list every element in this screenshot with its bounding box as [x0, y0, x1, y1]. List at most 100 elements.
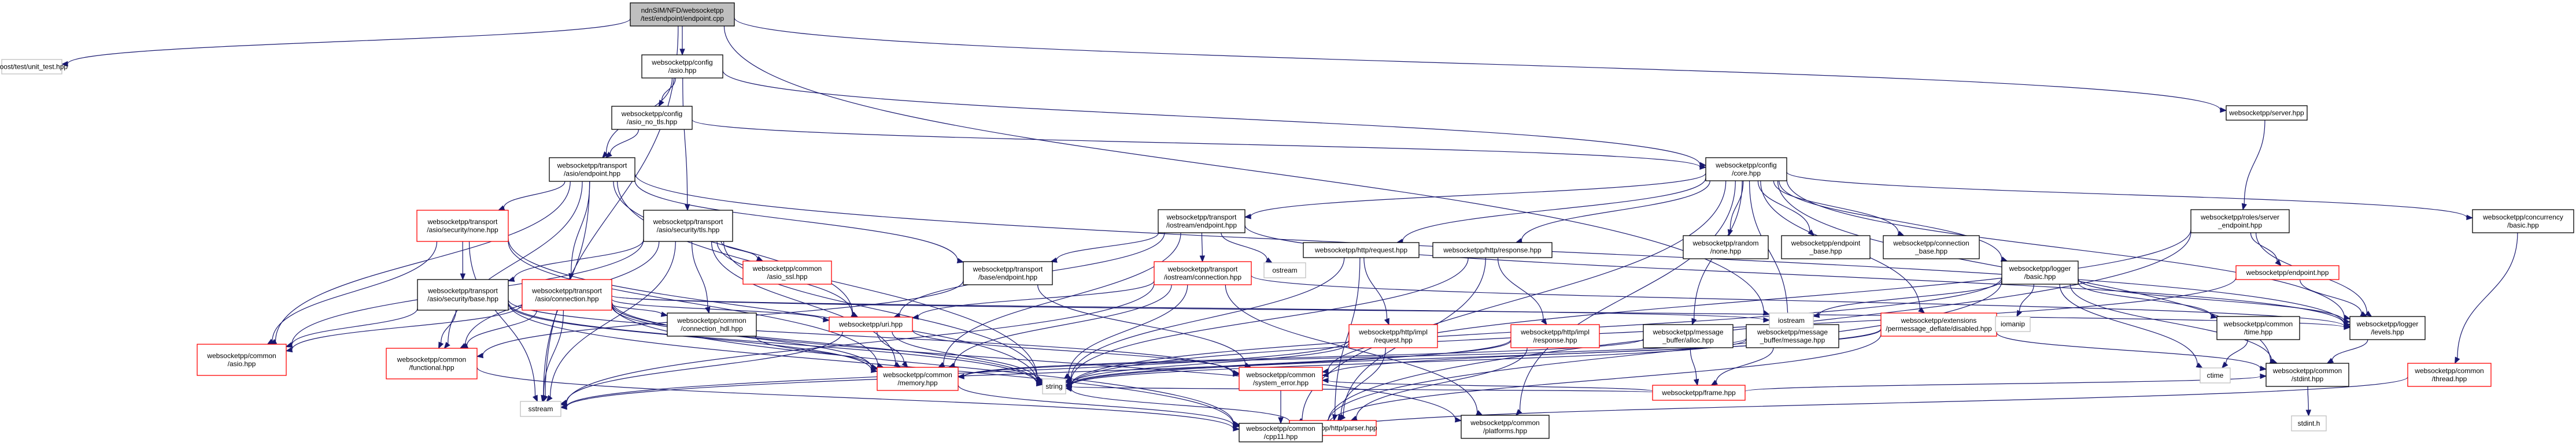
node-box — [1652, 385, 1746, 401]
node-label: websocketpp/http/request.hpp — [1314, 246, 1407, 254]
node-connection-base[interactable]: websocketpp/connection_base.hpp — [1883, 235, 1980, 259]
arrowhead-icon — [1321, 378, 1329, 384]
node-iostream-connection[interactable]: websocketpp/transport/iostream/connectio… — [1154, 261, 1252, 285]
edge-security_base-to-system_error — [508, 299, 1234, 374]
node-asio-ssl[interactable]: websocketpp/common/asio_ssl.hpp — [742, 260, 832, 285]
edge-security_tls-to-string — [723, 241, 1038, 379]
edge-security_tls-to-memory — [711, 241, 896, 364]
node-common-stdint[interactable]: websocketpp/common/stdint.hpp — [2265, 363, 2349, 387]
node-common-thread[interactable]: websocketpp/common/thread.hpp — [2407, 363, 2492, 387]
arrowhead-icon — [438, 341, 444, 349]
node-ostream[interactable]: ostream — [1263, 262, 1306, 278]
node-security-tls[interactable]: websocketpp/transport/asio/security/tls.… — [643, 210, 733, 242]
node-security-base[interactable]: websocketpp/transport/asio/security/base… — [417, 279, 509, 311]
node-box — [2226, 105, 2308, 121]
node-box — [1, 59, 62, 75]
node-memory[interactable]: websocketpp/common/memory.hpp — [877, 367, 959, 391]
edge-message_alloc-to-memory — [963, 338, 1644, 377]
node-security-none[interactable]: websocketpp/transport/asio/security/none… — [416, 210, 509, 242]
node-label: /system_error.hpp — [1253, 379, 1309, 387]
node-box — [2235, 265, 2340, 280]
edge-config_core-to-platforms — [1519, 180, 1736, 411]
node-frame[interactable]: websocketpp/frame.hpp — [1652, 385, 1746, 401]
node-box — [742, 260, 832, 285]
edge-config_core-to-http_response — [1521, 180, 1710, 241]
edge-asio_no_tls-to-config_core — [692, 119, 1701, 167]
node-label: _base.hpp — [1915, 247, 1947, 255]
node-label: /iostream/connection.hpp — [1164, 273, 1241, 281]
node-http-response[interactable]: websocketpp/http/response.hpp — [1432, 242, 1553, 258]
node-string[interactable]: string — [1042, 378, 1066, 394]
edge-config_core-to-endpoint_base — [1757, 180, 1810, 232]
node-label: websocketpp/common — [752, 265, 822, 273]
arrowhead-icon — [602, 151, 609, 159]
node-box — [643, 210, 733, 242]
node-common-time[interactable]: websocketpp/common/time.hpp — [2216, 316, 2300, 340]
arrowhead-icon — [2343, 314, 2351, 320]
arrowhead-icon — [507, 276, 515, 282]
node-random-none[interactable]: websocketpp/random/none.hpp — [1683, 235, 1769, 259]
edge-security_base-to-memory — [508, 303, 872, 371]
node-box — [2265, 363, 2349, 387]
node-label: websocketpp/common — [1246, 371, 1315, 379]
edge-config_core-to-http_request — [1402, 177, 1706, 241]
node-label: websocketpp/common — [2272, 367, 2342, 375]
node-common-asio[interactable]: websocketpp/common/asio.hpp — [197, 344, 287, 376]
node-impl-request[interactable]: websocketpp/http/impl/request.hpp — [1348, 324, 1438, 348]
node-box — [416, 210, 509, 242]
node-iomanip[interactable]: iomanip — [1995, 316, 2031, 332]
node-system-error[interactable]: websocketpp/common/system_error.hpp — [1239, 367, 1323, 391]
node-ctime[interactable]: ctime — [2200, 367, 2231, 384]
node-label: websocketpp/logger — [2009, 265, 2071, 273]
node-label: /core.hpp — [1732, 169, 1761, 177]
node-message-message[interactable]: websocketpp/message_buffer/message.hpp — [1746, 324, 1839, 348]
node-logger-levels[interactable]: websocketpp/logger/levels.hpp — [2349, 316, 2426, 340]
edge-uri-to-memory — [877, 331, 904, 363]
arrowhead-icon — [1232, 423, 1240, 429]
node-iostream[interactable]: iostream — [1769, 312, 1814, 329]
node-message-alloc[interactable]: websocketpp/message_buffer/alloc.hpp — [1643, 324, 1734, 348]
node-roles-server[interactable]: websocketpp/roles/server_endpoint.hpp — [2190, 209, 2290, 233]
node-asio-no-tls[interactable]: websocketpp/config/asio_no_tls.hpp — [611, 106, 693, 130]
node-config-core[interactable]: websocketpp/config/core.hpp — [1705, 157, 1787, 181]
node-platforms[interactable]: websocketpp/common/platforms.hpp — [1461, 415, 1550, 439]
node-cpp11[interactable]: websocketpp/common/cpp11.hpp — [1239, 423, 1323, 442]
node-uri[interactable]: websocketpp/uri.hpp — [829, 317, 913, 332]
node-pmd-disabled[interactable]: websocketpp/extensions/permessage_deflat… — [1880, 312, 1997, 337]
node-base-endpoint[interactable]: websocketpp/transport/base/endpoint.hpp — [963, 261, 1053, 285]
edge-security_none-to-string — [508, 238, 1037, 382]
node-box — [417, 279, 509, 311]
node-connection-hdl[interactable]: websocketpp/common/connection_hdl.hpp — [667, 312, 757, 337]
arrowhead-icon — [285, 342, 293, 348]
node-label: /time.hpp — [2244, 328, 2273, 336]
node-asio-connection[interactable]: websocketpp/transport/asio/connection.hp… — [522, 279, 612, 311]
node-label: /functional.hpp — [409, 364, 454, 372]
node-logger-basic[interactable]: websocketpp/logger/basic.hpp — [2001, 260, 2079, 285]
node-server[interactable]: websocketpp/server.hpp — [2226, 105, 2308, 121]
node-impl-response[interactable]: websocketpp/http/impl/response.hpp — [1510, 324, 1600, 348]
edge-iostream_endpoint-to-memory — [943, 232, 1181, 365]
node-root[interactable]: ndnSIM/NFD/websocketpp/test/endpoint/end… — [630, 2, 735, 27]
edge-message_message-to-frame — [1716, 347, 1774, 382]
edge-asio_connection-to-common_asio — [291, 303, 523, 350]
node-boost-unit-test[interactable]: boost/test/unit_test.hpp — [0, 59, 68, 75]
node-endpoint-base[interactable]: websocketpp/endpoint_base.hpp — [1781, 235, 1871, 259]
node-label: /connection_hdl.hpp — [681, 325, 743, 333]
node-label: /asio/connection.hpp — [535, 295, 598, 303]
edge-root-to-boost_unit_test — [67, 18, 631, 64]
node-sstream[interactable]: sstream — [520, 401, 561, 417]
node-ws-endpoint[interactable]: websocketpp/endpoint.hpp — [2235, 265, 2340, 280]
node-label: websocketpp/http/response.hpp — [1443, 246, 1542, 254]
edge-message_alloc-to-frame — [1690, 347, 1697, 380]
node-iostream-endpoint[interactable]: websocketpp/transport/iostream/endpoint.… — [1158, 209, 1246, 233]
node-functional[interactable]: websocketpp/common/functional.hpp — [386, 348, 478, 379]
arrowhead-icon — [1063, 373, 1071, 379]
node-label: /cpp11.hpp — [1264, 433, 1298, 441]
node-http-request[interactable]: websocketpp/http/request.hpp — [1303, 242, 1420, 258]
node-stdint-h[interactable]: stdint.h — [2291, 415, 2327, 431]
node-concurrency-basic[interactable]: websocketpp/concurrency/basic.hpp — [2472, 209, 2574, 233]
edge-security_none-to-memory — [508, 241, 878, 366]
arrowhead-icon — [2221, 362, 2228, 368]
node-transport-asio-endpoint[interactable]: websocketpp/transport/asio/endpoint.hpp — [549, 157, 635, 182]
node-config-asio[interactable]: websocketpp/config/asio.hpp — [641, 54, 723, 79]
